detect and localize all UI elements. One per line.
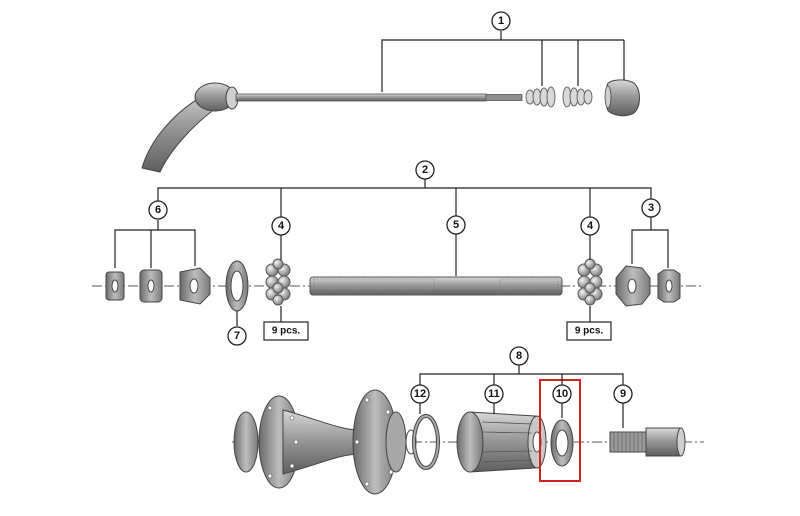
svg-text:7: 7	[234, 330, 240, 342]
hub-shell	[233, 389, 417, 495]
svg-text:8: 8	[516, 350, 522, 362]
skewer-adjusting-nut	[606, 79, 640, 117]
left-cone	[179, 267, 211, 305]
highlight-box-part-10	[539, 379, 581, 482]
qty-label-right-balls: 9 pcs.	[566, 321, 612, 341]
svg-text:9 pcs.: 9 pcs.	[575, 326, 604, 337]
quick-release-skewer-group: 1	[141, 11, 640, 173]
svg-text:11: 11	[488, 388, 500, 400]
freehub-lock-ring	[412, 414, 440, 470]
svg-text:10: 10	[556, 388, 568, 400]
right-ball-bearings	[577, 258, 603, 306]
svg-text:2: 2	[422, 164, 428, 176]
callout-5: 5	[446, 215, 466, 235]
callout-10: 10	[552, 384, 572, 404]
callout-3: 3	[641, 198, 661, 218]
callout-8: 8	[509, 346, 529, 366]
freehub-fixing-bolt	[609, 427, 686, 457]
skewer-rod	[235, 93, 487, 102]
skewer-spring-left	[525, 86, 556, 108]
skewer-rod-thread	[485, 94, 523, 101]
left-dust-cap	[225, 260, 249, 312]
callout-1: 1	[491, 11, 511, 31]
callout-4-left: 4	[271, 216, 291, 236]
svg-text:12: 12	[414, 388, 426, 400]
svg-text:9 pcs.: 9 pcs.	[272, 326, 301, 337]
freehub-body	[456, 411, 547, 473]
hub-axle-assembly-group: 6 7 4 9	[92, 160, 702, 346]
right-cone	[615, 265, 651, 307]
callout-11: 11	[484, 384, 504, 404]
svg-text:6: 6	[155, 204, 161, 216]
qty-label-left-balls: 9 pcs.	[263, 321, 309, 341]
svg-text:3: 3	[648, 202, 654, 214]
callout-4-right: 4	[580, 216, 600, 236]
left-lock-nut	[105, 271, 125, 301]
freehub-spacer	[550, 419, 574, 467]
callout-7: 7	[227, 326, 247, 346]
svg-text:5: 5	[453, 219, 459, 231]
right-lock-nut	[657, 269, 681, 303]
callout-9: 9	[613, 384, 633, 404]
callout-12: 12	[410, 384, 430, 404]
svg-text:4: 4	[278, 220, 285, 232]
left-ball-bearings	[265, 258, 291, 306]
hub-body-freehub-group: 12 11 10	[232, 346, 704, 495]
left-washer	[139, 269, 163, 303]
svg-text:4: 4	[587, 220, 594, 232]
skewer-spring-right	[562, 86, 593, 108]
callout-6: 6	[148, 200, 168, 220]
svg-text:1: 1	[498, 15, 504, 27]
hub-axle	[309, 276, 563, 296]
callout-2: 2	[415, 160, 435, 180]
svg-text:9: 9	[620, 388, 626, 400]
